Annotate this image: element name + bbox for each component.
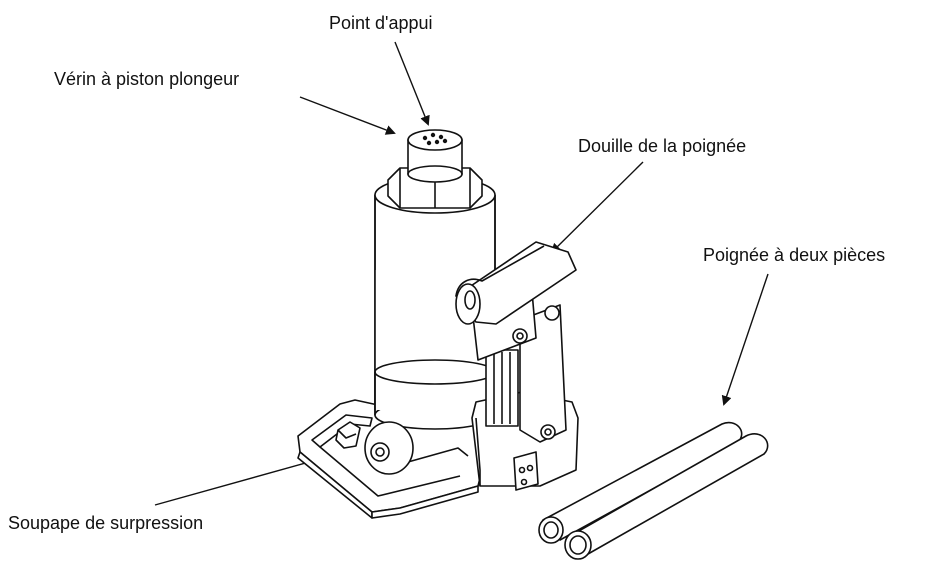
label-saddle: Point d'appui [329,13,433,33]
label-release-valve: Soupape de surpression [8,513,204,533]
saddle [407,129,463,183]
label-two-piece-handle: Poignée à deux pièces [703,245,886,265]
leader-saddle [394,41,430,126]
release-valve [335,421,414,475]
label-handle-socket: Douille de la poignée [578,136,747,156]
label-ram: Vérin à piston plongeur [54,69,240,89]
two-piece-handle-tubes [538,421,769,560]
leader-handle [721,273,769,406]
leader-ram [299,96,396,135]
leader-socket [550,161,644,254]
pump-assembly [455,241,579,491]
